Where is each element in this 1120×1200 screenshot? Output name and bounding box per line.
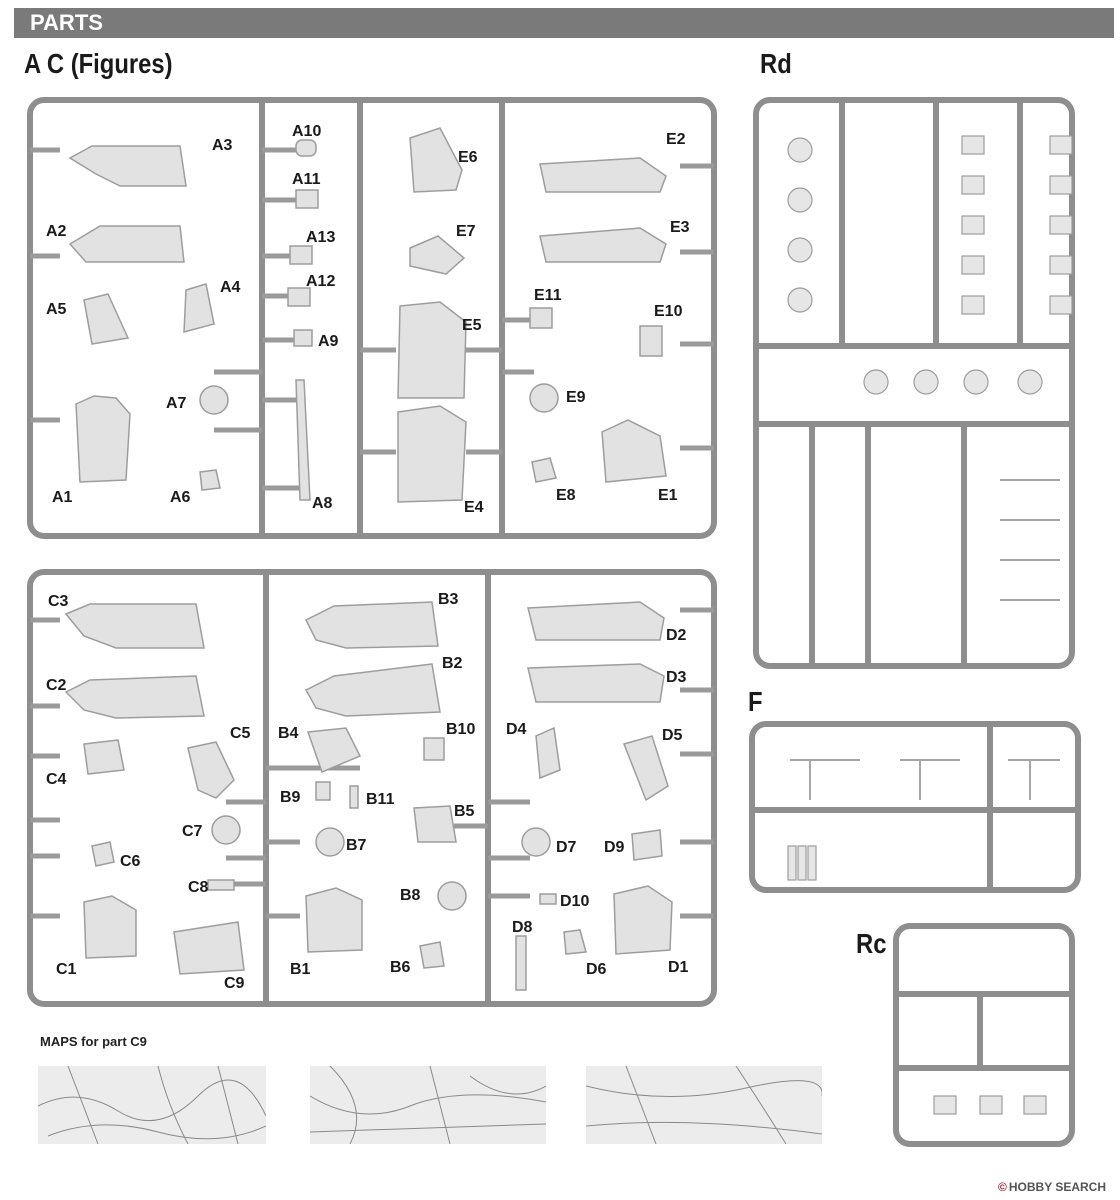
- part-label: D3: [666, 669, 687, 686]
- part-label: A8: [312, 495, 333, 512]
- title-f: F: [748, 686, 763, 717]
- hobby-search-watermark: ©HOBBY SEARCH: [998, 1180, 1106, 1194]
- part-label: E8: [556, 487, 576, 504]
- part-label: E3: [670, 219, 690, 236]
- sprue-ae-frame: [27, 97, 717, 539]
- parts-header: PARTS: [30, 10, 103, 35]
- part-label: A5: [46, 301, 67, 318]
- part-label: E9: [566, 389, 586, 406]
- part-label: D9: [604, 839, 625, 856]
- part-label: E2: [666, 131, 686, 148]
- maps-title: MAPS for part C9: [40, 1034, 147, 1049]
- part-label: D7: [556, 839, 577, 856]
- part-label: B5: [454, 803, 475, 820]
- part-label: E11: [534, 287, 562, 304]
- part-label: A6: [170, 489, 191, 506]
- sprue-rd-frame: [753, 97, 1075, 669]
- part-label: B11: [366, 791, 395, 808]
- part-label: B4: [278, 725, 299, 742]
- part-label: A1: [52, 489, 73, 506]
- title-rd: Rd: [760, 48, 792, 79]
- part-label: B1: [290, 961, 311, 978]
- part-label: C6: [120, 853, 141, 870]
- part-label: A7: [166, 395, 187, 412]
- part-label: C3: [48, 593, 69, 610]
- part-label: B10: [446, 721, 475, 738]
- part-label: C5: [230, 725, 251, 742]
- part-label: B2: [442, 655, 463, 672]
- part-label: D8: [512, 919, 533, 936]
- part-label: B3: [438, 591, 459, 608]
- map-thumbnail: [310, 1066, 546, 1144]
- part-label: B8: [400, 887, 421, 904]
- part-label: D1: [668, 959, 689, 976]
- part-label: C1: [56, 961, 77, 978]
- part-label: A4: [220, 279, 241, 296]
- map-thumbnail: [586, 1066, 822, 1144]
- part-label: E4: [464, 499, 484, 516]
- sprue-rc-frame: [893, 923, 1075, 1147]
- part-label: A11: [292, 171, 321, 188]
- part-label: C4: [46, 771, 67, 788]
- part-label: A3: [212, 137, 233, 154]
- part-label: A12: [306, 273, 335, 290]
- title-rc: Rc: [856, 928, 887, 959]
- part-label: E5: [462, 317, 482, 334]
- parts-header-bar: PARTS: [14, 8, 1114, 38]
- part-label: B6: [390, 959, 411, 976]
- part-label: C8: [188, 879, 209, 896]
- sprue-cbd-frame: [27, 569, 717, 1007]
- part-label: C7: [182, 823, 203, 840]
- part-label: A10: [292, 123, 321, 140]
- part-label: E6: [458, 149, 478, 166]
- part-label: B9: [280, 789, 301, 806]
- part-label: D10: [560, 893, 589, 910]
- map-thumbnail: [38, 1066, 266, 1144]
- part-label: D2: [666, 627, 687, 644]
- title-ac-figures: A C (Figures): [24, 48, 173, 79]
- part-label: C9: [224, 975, 245, 992]
- part-label: A13: [306, 229, 335, 246]
- part-label: D6: [586, 961, 607, 978]
- part-label: A9: [318, 333, 339, 350]
- part-label: E1: [658, 487, 678, 504]
- part-label: E10: [654, 303, 683, 320]
- part-label: B7: [346, 837, 367, 854]
- part-label: A2: [46, 223, 67, 240]
- part-label: C2: [46, 677, 67, 694]
- part-label: E7: [456, 223, 476, 240]
- part-label: D5: [662, 727, 683, 744]
- part-label: D4: [506, 721, 527, 738]
